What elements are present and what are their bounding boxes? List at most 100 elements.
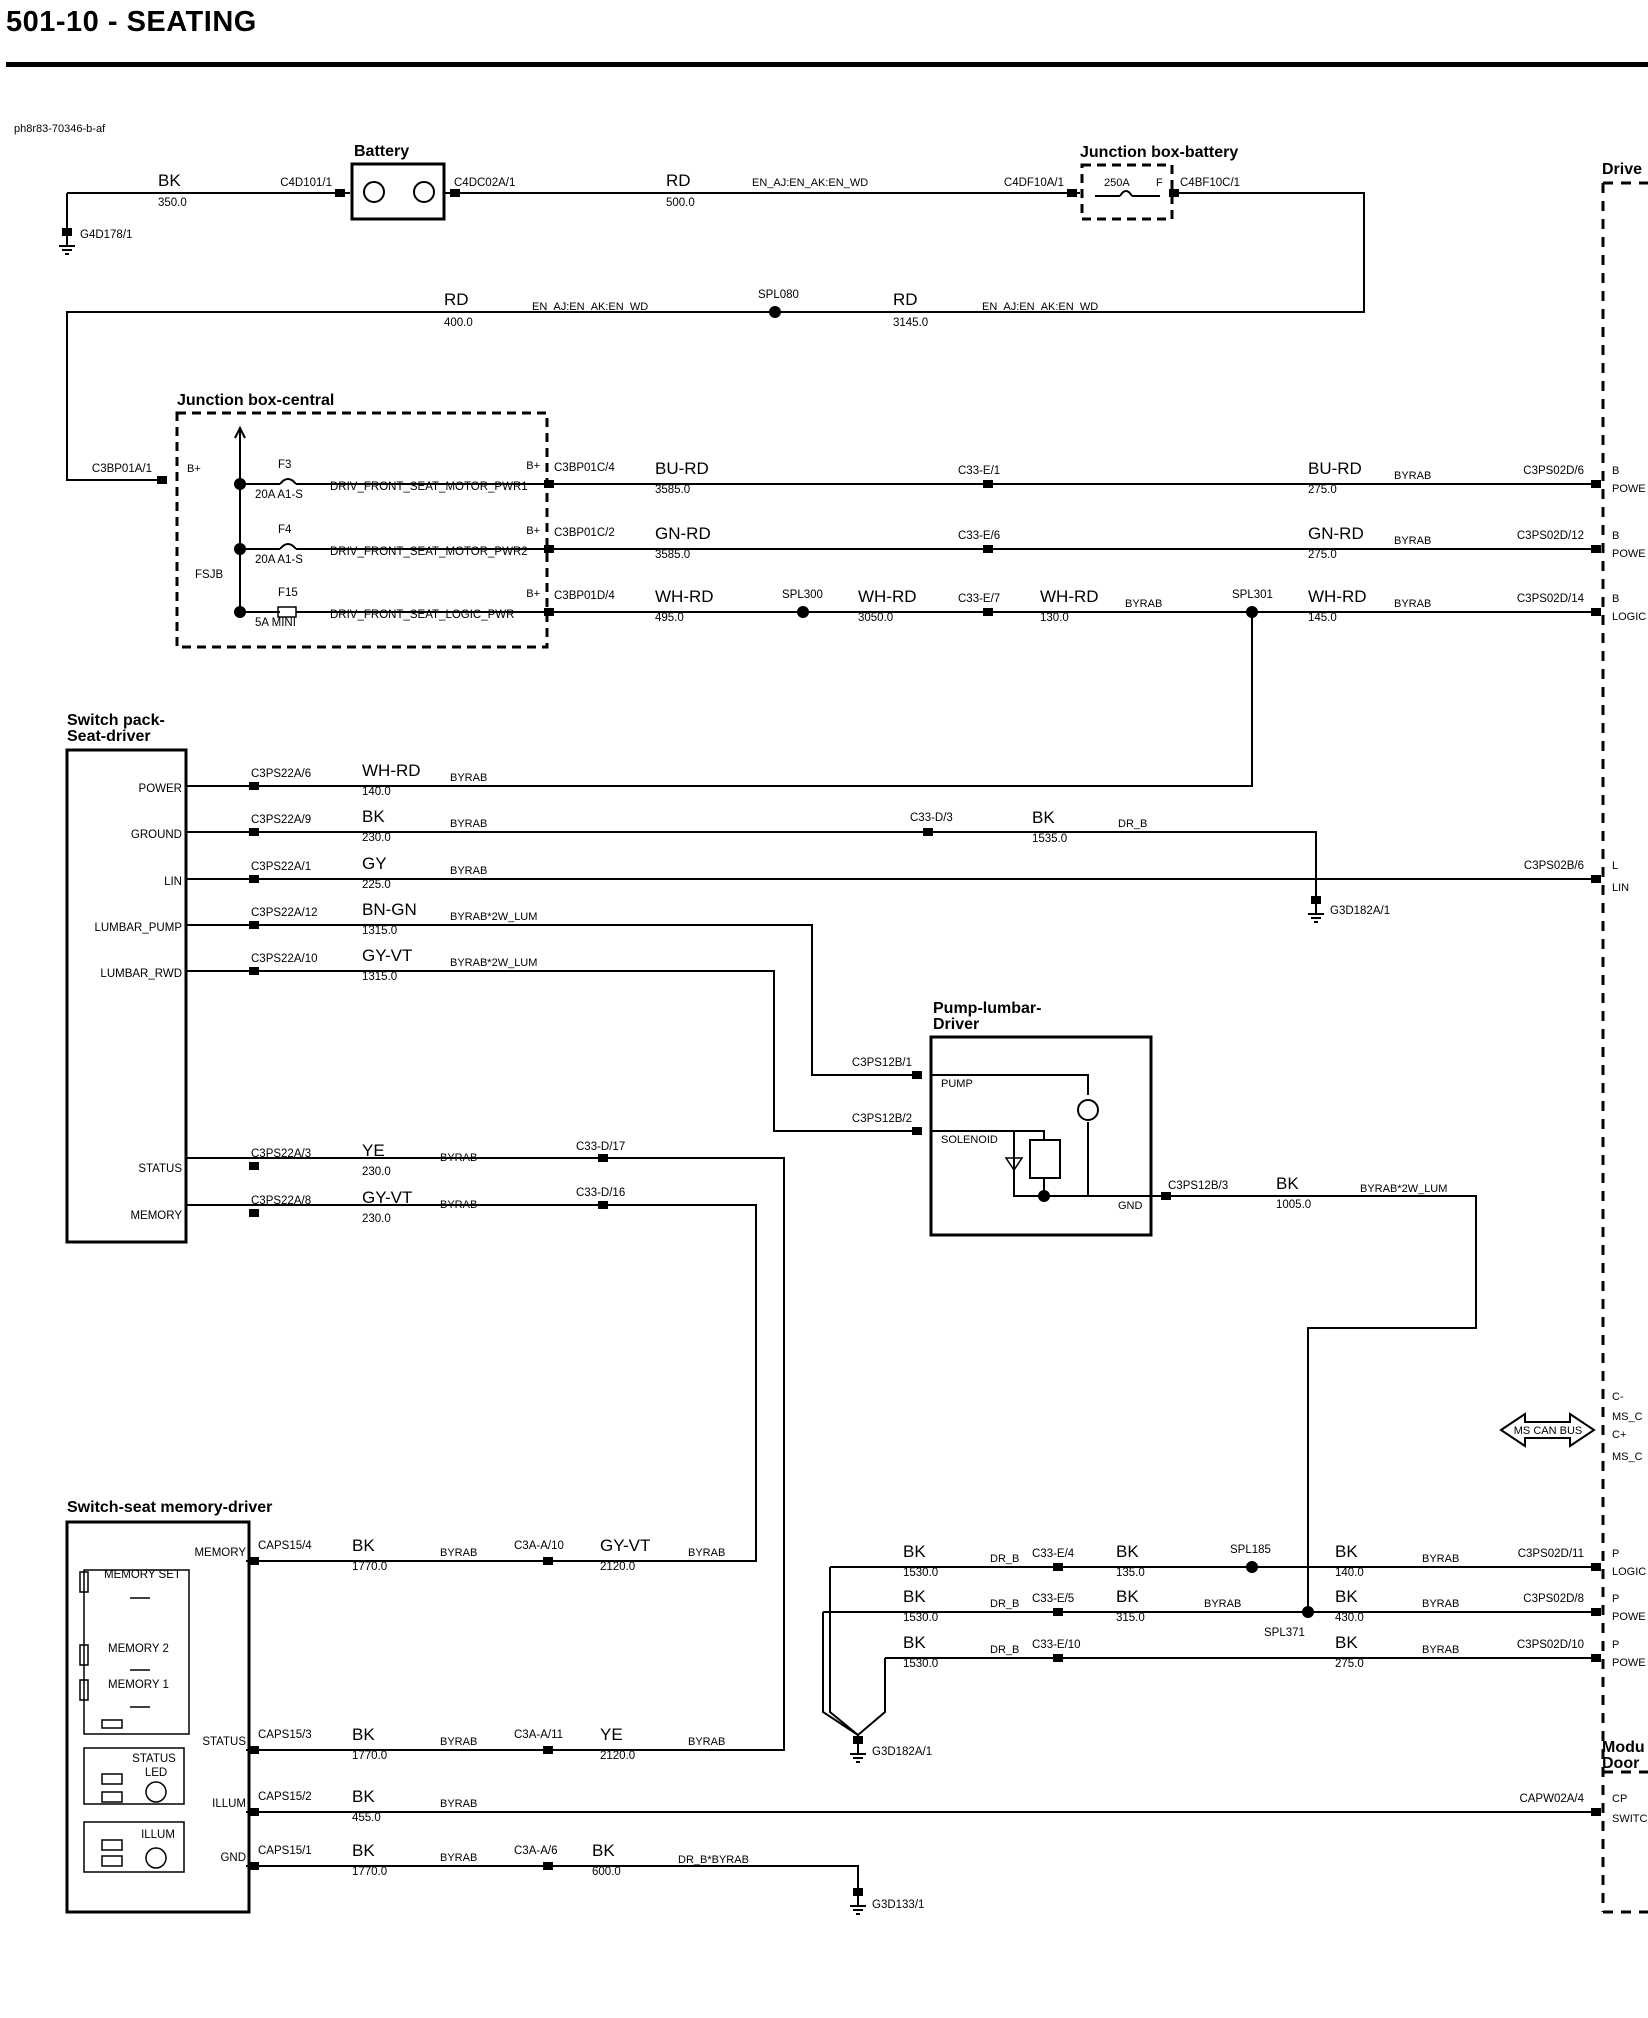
illum-label: ILLUM — [141, 1829, 175, 1841]
switch-pin-name: LUMBAR_RWD — [100, 968, 182, 980]
connector-label: C3PS02D/14 — [1517, 593, 1585, 605]
wire — [1014, 1130, 1045, 1140]
splice-spl371 — [1302, 1606, 1314, 1618]
pin-label: MS_C — [1612, 1411, 1643, 1423]
pump-box — [929, 1035, 1153, 1237]
arrow — [234, 425, 246, 439]
option-code: DR_B — [990, 1598, 1019, 1610]
ground-label: G3D133/1 — [872, 1899, 924, 1911]
connector-pin — [1591, 1608, 1601, 1616]
components — [59, 162, 1648, 1915]
connector-pin — [543, 1746, 553, 1754]
splice-label: SPL301 — [1232, 589, 1273, 601]
jb-battery-box — [1080, 163, 1174, 221]
ground-pin — [853, 1736, 863, 1744]
wire-gauge: 600.0 — [592, 1866, 621, 1878]
connector-label: C3A-A/11 — [514, 1729, 563, 1741]
connector-label: C3PS12B/1 — [852, 1057, 912, 1069]
wire-gauge: 140.0 — [362, 786, 391, 798]
switch-pack-box — [65, 748, 188, 1244]
wire-gauge: 500.0 — [666, 197, 695, 209]
pin-label: CP — [1612, 1793, 1627, 1805]
connector-label: C33-E/10 — [1032, 1639, 1081, 1651]
wire-gauge: 230.0 — [362, 1166, 391, 1178]
illum-box — [83, 1821, 185, 1873]
can-label: MS CAN BUS — [1514, 1425, 1582, 1437]
wire-gauge: 2120.0 — [600, 1561, 635, 1573]
fuse-rating: 20A A1-S — [255, 489, 303, 501]
connector-label: CAPW02A/4 — [1519, 1793, 1584, 1805]
wire-pump-gnd — [1151, 1195, 1477, 1612]
door-module-title: Door — [1602, 1755, 1639, 1772]
wire-gauge: 1770.0 — [352, 1750, 387, 1762]
option-code: BYRAB — [1394, 470, 1431, 482]
wire-color: BK — [1116, 1587, 1139, 1606]
fuse-symbol — [279, 543, 297, 550]
pin-label: LOGIC — [1612, 611, 1646, 623]
wire-gauge: 315.0 — [1116, 1612, 1145, 1624]
connector-label: C3PS22A/8 — [251, 1195, 311, 1207]
wire-color: WH-RD — [362, 761, 421, 780]
en-code: EN_AJ:EN_AK:EN_WD — [752, 177, 868, 189]
connector-pin — [450, 189, 460, 197]
wire-gauge: 135.0 — [1116, 1567, 1145, 1579]
connector-pin — [1053, 1608, 1063, 1616]
connector-pin — [983, 480, 993, 488]
splice-label: SPL080 — [758, 289, 799, 301]
option-code: BYRAB — [1125, 598, 1162, 610]
resistor — [101, 1791, 123, 1803]
option-code: BYRAB — [440, 1152, 477, 1164]
wire-color: RD — [893, 290, 918, 309]
ground-pin — [853, 1888, 863, 1896]
wire-gauge: 130.0 — [1040, 612, 1069, 624]
connector-label: C4D101/1 — [280, 177, 332, 189]
fsjb-label: FSJB — [195, 569, 223, 581]
pump-title: Driver — [933, 1016, 979, 1033]
wire-gauge: 225.0 — [362, 879, 391, 891]
wire-color: BK — [903, 1542, 926, 1561]
wire-color: GN-RD — [655, 524, 711, 543]
wire-gauge: 350.0 — [158, 197, 187, 209]
wire-gauge: 145.0 — [1308, 612, 1337, 624]
resistor — [101, 1855, 123, 1867]
fuse-id: F15 — [278, 587, 298, 599]
connector-pin — [912, 1071, 922, 1079]
connector-label: C3BP01C/4 — [554, 462, 615, 474]
wire-color: BK — [352, 1536, 375, 1555]
en-code: EN_AJ:EN_AK:EN_WD — [982, 301, 1098, 313]
wire — [931, 1074, 1089, 1095]
wire-color: BK — [352, 1725, 375, 1744]
wire-gauge: 275.0 — [1335, 1658, 1364, 1670]
solenoid-symbol — [1029, 1139, 1061, 1179]
fuse-rating: 5A MINI — [255, 617, 296, 629]
wire-gauge: 455.0 — [352, 1812, 381, 1824]
option-code: BYRAB — [1394, 535, 1431, 547]
connector-label: CAPS15/1 — [258, 1845, 312, 1857]
splice-spl300 — [797, 606, 809, 618]
connector-pin — [1053, 1654, 1063, 1662]
ground-label: G3D182A/1 — [872, 1746, 932, 1758]
switch-pin-name: LIN — [164, 876, 182, 888]
connector-pin — [249, 1746, 259, 1754]
wire-color: RD — [444, 290, 469, 309]
pump-pin-label: GND — [1118, 1200, 1143, 1212]
fuse-symbol — [279, 478, 297, 485]
option-code: BYRAB — [688, 1736, 725, 1748]
circuit-name: DRIV_FRONT_SEAT_MOTOR_PWR1 — [330, 481, 528, 493]
wire-lumbar-pump — [186, 924, 915, 1076]
connector-label: C33-E/1 — [958, 465, 1000, 477]
splice-spl080 — [769, 306, 781, 318]
connector-label: C33-E/5 — [1032, 1593, 1074, 1605]
connector-label: C3PS02D/10 — [1517, 1639, 1584, 1651]
wire — [931, 1130, 1151, 1197]
wires — [66, 192, 1600, 1892]
connector-label: C3PS22A/10 — [251, 953, 318, 965]
resistor — [101, 1773, 123, 1785]
option-code: DR_B — [990, 1553, 1019, 1565]
junction-dot — [1038, 1190, 1050, 1202]
connector-label: C3BP01C/2 — [554, 527, 615, 539]
switch-pin-name: STATUS — [138, 1163, 182, 1175]
resistor — [101, 1719, 123, 1729]
wire-switch-power — [186, 612, 1253, 787]
diode-symbol — [1004, 1157, 1024, 1172]
